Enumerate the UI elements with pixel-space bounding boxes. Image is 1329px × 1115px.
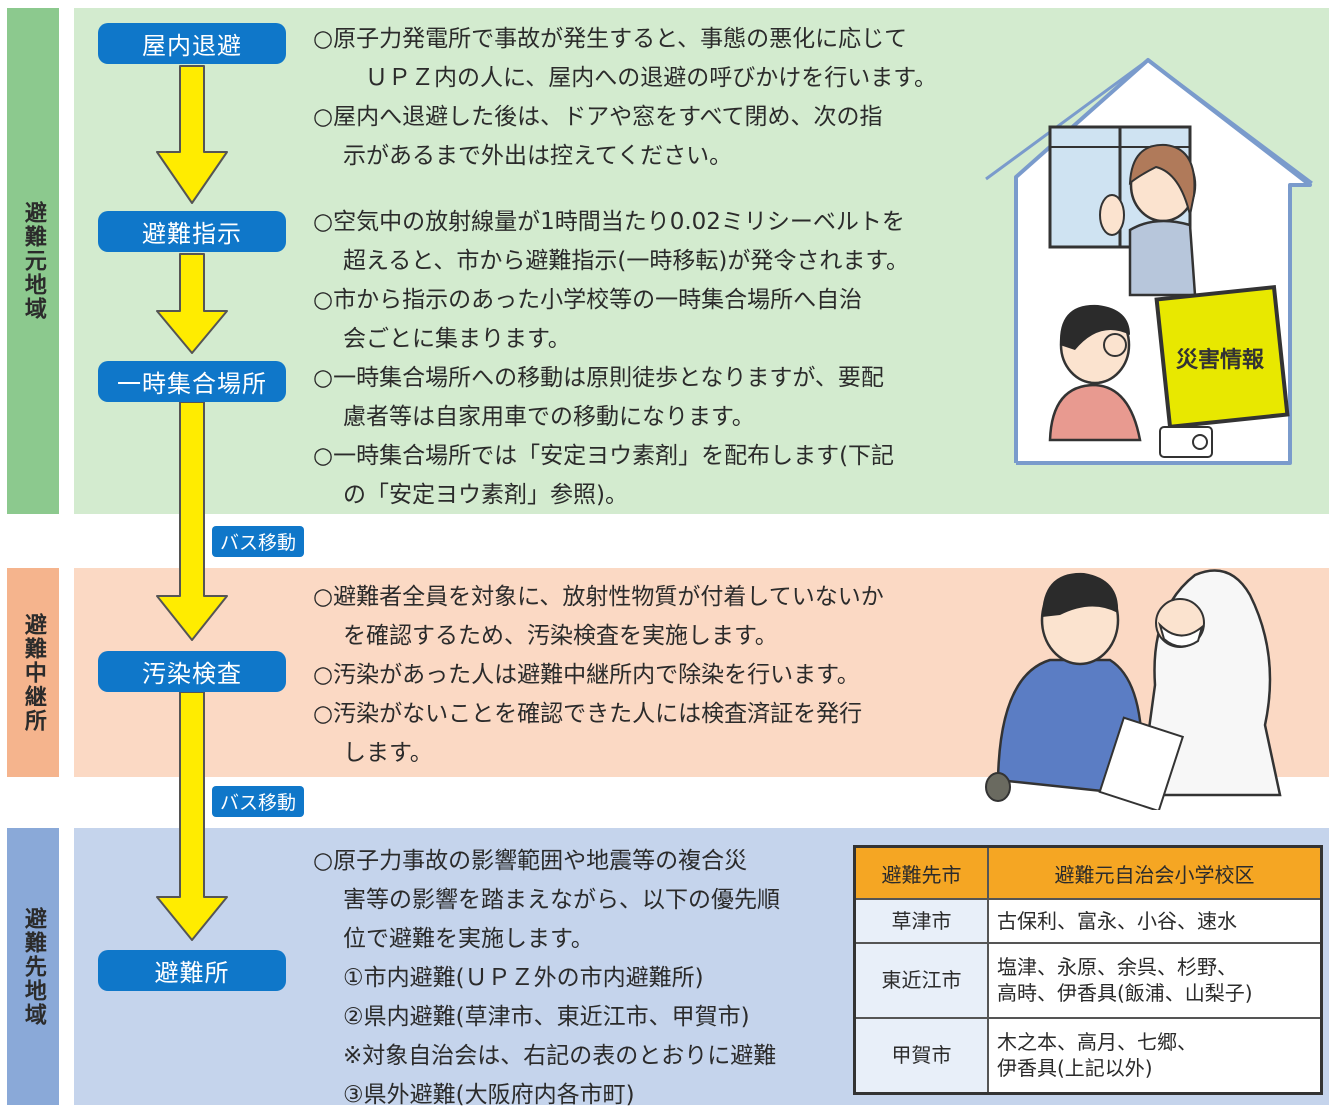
text-line: ③県外避難(大阪府内各市町) — [343, 1082, 635, 1108]
text-line: ○避難者全員を対象に、放射性物質が付着していないか — [313, 584, 884, 610]
tv — [1154, 284, 1290, 430]
text-line: ○市から指示のあった小学校等の一時集合場所へ自治 — [313, 287, 863, 313]
clipboard — [1098, 716, 1185, 810]
table-cell-city: 草津市 — [853, 898, 989, 944]
step-shelter-button[interactable]: 避難所 — [98, 950, 286, 991]
table-cell-city: 東近江市 — [853, 941, 989, 1019]
text-line: 超えると、市から避難指示(一時移転)が発令されます。 — [343, 248, 910, 274]
text-line: ○屋内へ退避した後は、ドアや窓をすべて閉め、次の指 — [313, 104, 883, 130]
text-line: ①市内避難(ＵＰＺ外の市内避難所) — [343, 965, 704, 991]
house-illustration: 災害情報 — [985, 58, 1313, 465]
bus-move-badge-1: バス移動 — [212, 526, 305, 557]
text-line: 慮者等は自家用車での移動になります。 — [343, 404, 755, 430]
text-line: 害等の影響を踏まえながら、以下の優先順 — [343, 887, 780, 913]
step-indoor-shelter-button[interactable]: 屋内退避 — [98, 23, 286, 64]
table-header-areas: 避難元自治会小学校区 — [987, 845, 1323, 900]
text-line: します。 — [343, 740, 433, 766]
evacuation-order-text: ○空気中の放射線量が1時間当たり0.02ミリシーベルトを 超えると、市から避難指… — [313, 203, 909, 515]
inspection-illustration — [985, 569, 1282, 810]
section-label-source: 避難元地域 — [7, 8, 59, 514]
step-evacuation-order-button[interactable]: 避難指示 — [98, 211, 286, 252]
text-line: 会ごとに集まります。 — [343, 326, 571, 352]
text-line: ○一時集合場所では「安定ヨウ素剤」を配布します(下記 — [313, 443, 895, 469]
text-line: の「安定ヨウ素剤」参照)。 — [343, 482, 628, 508]
text-line: ○一時集合場所への移動は原則徒歩となりますが、要配 — [313, 365, 884, 391]
radio — [1159, 426, 1213, 458]
arrow-evac-to-assembly — [156, 253, 228, 354]
table-row: 甲賀市 木之本、高月、七郷、 伊香具(上記以外) — [853, 1016, 1323, 1095]
text-line: ※対象自治会は、右記の表のとおりに避難 — [343, 1043, 777, 1069]
text-line: 位で避難を実施します。 — [343, 926, 594, 952]
area-line: 木之本、高月、七郷、 — [997, 1030, 1197, 1055]
table-header-city: 避難先市 — [853, 845, 989, 900]
table-cell-areas: 古保利、富永、小谷、速水 — [987, 898, 1323, 944]
text-line: ○汚染があった人は避難中継所内で除染を行います。 — [313, 662, 860, 688]
step-contamination-check-button[interactable]: 汚染検査 — [98, 651, 286, 692]
text-line: ②県内避難(草津市、東近江市、甲賀市) — [343, 1004, 750, 1030]
table-cell-areas: 木之本、高月、七郷、 伊香具(上記以外) — [987, 1016, 1323, 1095]
table-header-row: 避難先市 避難元自治会小学校区 — [853, 845, 1323, 900]
table-cell-city: 甲賀市 — [853, 1016, 989, 1095]
shelter-text: ○原子力事故の影響範囲や地震等の複合災 害等の影響を踏まえながら、以下の優先順 … — [313, 842, 780, 1115]
area-line: 塩津、永原、余呉、杉野、 — [997, 955, 1237, 980]
text-line: ○原子力発電所で事故が発生すると、事態の悪化に応じて — [313, 26, 908, 52]
section-label-relay: 避難中継所 — [7, 568, 59, 777]
arrow-indoor-to-evac — [156, 65, 228, 204]
table-row: 東近江市 塩津、永原、余呉、杉野、 高時、伊香具(飯浦、山梨子) — [853, 941, 1323, 1019]
area-line: 伊香具(上記以外) — [997, 1056, 1153, 1081]
step-assembly-point-button[interactable]: 一時集合場所 — [98, 361, 286, 402]
arrow-check-to-shelter — [156, 691, 228, 941]
tv-text: 災害情報 — [1176, 347, 1265, 373]
indoor-shelter-text: ○原子力発電所で事故が発生すると、事態の悪化に応じて ＵＰＺ内の人に、屋内への退… — [313, 20, 937, 176]
text-line: を確認するため、汚染検査を実施します。 — [343, 623, 778, 649]
text-line: ○原子力事故の影響範囲や地震等の複合災 — [313, 848, 748, 874]
area-line: 高時、伊香具(飯浦、山梨子) — [997, 981, 1253, 1006]
area-line: 古保利、富永、小谷、速水 — [997, 908, 1237, 933]
contamination-check-text: ○避難者全員を対象に、放射性物質が付着していないか を確認するため、汚染検査を実… — [313, 578, 884, 773]
destination-table: 避難先市 避難元自治会小学校区 草津市 古保利、富永、小谷、速水 東近江市 塩津… — [853, 845, 1323, 1095]
arrow-assembly-to-check — [156, 401, 228, 641]
text-line: 示があるまで外出は控えてください。 — [343, 143, 733, 169]
text-line: ＵＰＺ内の人に、屋内への退避の呼びかけを行います。 — [365, 65, 938, 91]
table-cell-areas: 塩津、永原、余呉、杉野、 高時、伊香具(飯浦、山梨子) — [987, 941, 1323, 1019]
bus-move-badge-2: バス移動 — [212, 786, 305, 817]
table-row: 草津市 古保利、富永、小谷、速水 — [853, 898, 1323, 944]
text-line: ○空気中の放射線量が1時間当たり0.02ミリシーベルトを — [313, 209, 905, 235]
section-label-dest: 避難先地域 — [7, 828, 59, 1105]
text-line: ○汚染がないことを確認できた人には検査済証を発行 — [313, 701, 863, 727]
